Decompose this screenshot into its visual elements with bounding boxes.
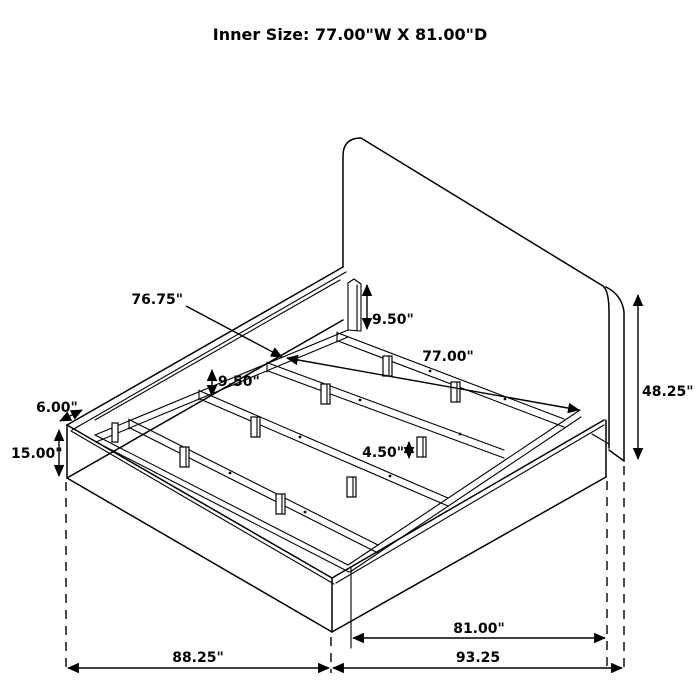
- dim-rail-top-width: 6.00": [36, 400, 83, 422]
- dim-overall-depth: 93.25: [332, 650, 623, 674]
- dim-headboard-post-height-label: 9.50": [372, 312, 414, 328]
- headboard: [342, 137, 625, 462]
- dim-slat-spacing: 9.50": [206, 369, 260, 397]
- dim-inner-width-label: 77.00": [422, 349, 474, 365]
- dim-headboard-height-label: 48.25": [642, 384, 694, 400]
- dim-inner-depth: 81.00": [352, 621, 606, 644]
- dim-support-leg-height-label: 4.50": [362, 445, 404, 461]
- mattress-support-slats: [128, 331, 565, 554]
- dim-slat-spacing-label: 9.50": [218, 374, 260, 390]
- projection-lines: [65, 466, 625, 673]
- dim-rail-top-width-label: 6.00": [36, 400, 78, 416]
- outer-frame-rails: [66, 266, 607, 633]
- dim-overall-width: 88.25": [67, 650, 330, 674]
- dim-inner-depth-label: 81.00": [453, 621, 505, 637]
- dim-side-rail-height: 15.00": [11, 429, 65, 477]
- page-title: Inner Size: 77.00"W X 81.00"D: [213, 25, 487, 44]
- dim-headboard-post-height: 9.50": [361, 284, 414, 330]
- dim-overall-width-label: 88.25": [172, 650, 224, 666]
- screw-dots: [228, 369, 507, 514]
- inner-ledge-lips: [94, 329, 582, 649]
- dim-inner-width: 77.00": [286, 349, 580, 414]
- dim-slat-length: 76.75": [131, 292, 283, 358]
- dim-overall-depth-label: 93.25: [456, 650, 500, 666]
- dim-headboard-height: 48.25": [632, 294, 694, 460]
- dim-side-rail-height-label: 15.00": [11, 446, 63, 462]
- headboard-center-post: [347, 278, 362, 332]
- dim-slat-length-label: 76.75": [131, 292, 183, 308]
- dim-support-leg-height: 4.50": [362, 441, 415, 461]
